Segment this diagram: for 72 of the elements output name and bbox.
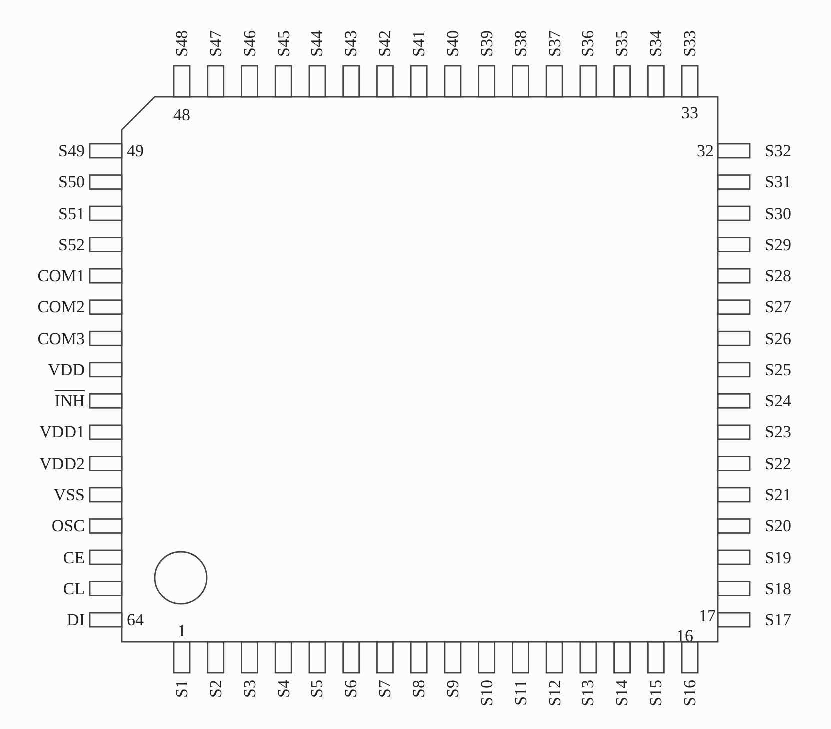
pin-name: S20 [765,518,792,535]
pin-number: 1 [178,622,186,640]
pin-name: S50 [58,174,85,191]
pin-name: S18 [765,580,792,598]
pin-name: COM2 [38,298,85,316]
pin-name: S45 [275,30,292,57]
pin-name: S42 [376,30,394,57]
pin-name: S11 [512,680,530,706]
pin-number: 17 [699,608,716,624]
pin-name: S24 [765,392,792,410]
pin-name: S38 [512,30,530,57]
pin-name: S51 [58,205,85,222]
pin-name: S1 [174,680,190,698]
pin-name: S30 [765,205,792,222]
pin-name: S6 [342,680,360,698]
pin-name: S8 [410,680,428,698]
pin-number: 33 [682,104,698,122]
pin-name: INH [54,392,85,410]
pin-name: S7 [376,680,394,698]
pin-name: S22 [765,455,792,472]
pin-name: S40 [444,30,462,57]
pin-name: S34 [648,30,665,57]
pin-name: S19 [765,549,792,566]
pin-name: S52 [58,236,85,254]
pin-name: S31 [765,174,792,191]
pin-name: S48 [174,30,190,57]
pin-name: S27 [765,298,792,316]
pin-name: S2 [207,680,224,698]
pin-name: S16 [682,680,699,706]
pin-name: S12 [546,680,564,706]
pin-name: COM3 [38,330,85,348]
pin-name: S32 [765,142,792,160]
pin-number: 16 [676,628,694,644]
pin-name: S5 [308,680,326,698]
pin-name: S39 [478,30,496,57]
pin-name: S44 [308,30,326,57]
pin-name: VDD1 [40,424,85,441]
pin-number: 48 [174,106,190,124]
pin-name: COM1 [38,268,85,285]
pin-name: S28 [765,268,792,285]
pin-name: S3 [241,680,258,698]
pin-name: S43 [342,30,360,57]
pin-name: CL [63,580,85,598]
pin-name: VDD2 [40,455,85,472]
pin-number: 32 [697,142,714,160]
pin-name: VDD [48,361,85,378]
pin-name: S35 [614,30,631,57]
pin-name: S17 [765,612,792,629]
pin-name: S4 [275,680,292,698]
pin-name: S21 [765,486,792,504]
pin-name: S47 [207,30,224,57]
pin-name: DI [67,612,85,629]
pin-name: S36 [580,30,597,57]
pin-name: OSC [52,518,85,535]
pin-name: S14 [614,680,631,706]
pin-name: CE [63,549,85,566]
pin-name: S15 [648,680,665,706]
pin-number: 64 [127,612,144,629]
pin-name: S10 [478,680,496,706]
pin-name: S26 [765,330,792,348]
pin-name: S23 [765,424,792,441]
pin-name: S33 [682,30,699,57]
pin-name: S25 [765,361,792,378]
pin-number: 49 [127,142,144,160]
pin-name: S37 [546,30,564,57]
pin-name: S13 [580,680,597,706]
pin-name: S41 [410,30,428,57]
pin-name: S29 [765,236,792,254]
pin-name: S49 [58,142,85,160]
pin-name: S46 [241,30,258,57]
pin-name: VSS [54,486,85,504]
pin-name: S9 [444,680,462,698]
